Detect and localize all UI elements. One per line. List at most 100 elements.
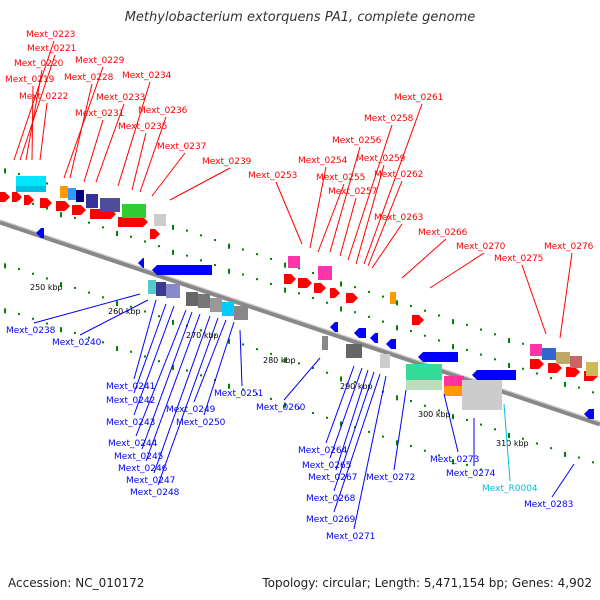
gene-label-reverse: Mext_0242: [106, 396, 155, 406]
feature-block: [380, 354, 390, 368]
tick-mark: [242, 273, 244, 276]
leader-line: [69, 83, 93, 179]
tick-mark: [88, 221, 90, 224]
feature-block: [210, 298, 222, 312]
tick-mark: [312, 367, 314, 370]
tick-label: 290 kbp: [340, 382, 373, 391]
gene-label-forward: Mext_0237: [157, 142, 206, 152]
tick-mark: [410, 330, 412, 333]
tick-mark: [396, 300, 398, 306]
tick-mark: [60, 282, 62, 288]
leader-line: [393, 389, 407, 471]
tick-mark: [396, 440, 398, 446]
gene-label-reverse: Mext_0246: [118, 464, 168, 474]
tick-mark: [214, 239, 216, 242]
tick-mark: [242, 343, 244, 346]
feature-block: [122, 204, 146, 218]
leader-line: [193, 319, 227, 403]
feature-block: [60, 186, 68, 198]
tick-mark: [452, 459, 454, 465]
genome-backbone: [0, 219, 600, 427]
tick-mark: [130, 305, 132, 308]
tick-mark: [172, 319, 174, 325]
tick-mark: [186, 254, 188, 257]
tick-mark: [312, 412, 314, 415]
tick-mark: [466, 463, 468, 466]
tick-mark: [340, 421, 342, 427]
tick-mark: [144, 310, 146, 313]
tick-mark: [116, 301, 118, 307]
tick-mark: [186, 229, 188, 232]
gene-label-forward: Mext_0220: [14, 59, 64, 69]
leader-line: [401, 238, 447, 279]
tick-mark: [564, 381, 566, 387]
reverse-gene-arrow: [418, 352, 458, 362]
gene-label-forward: Mext_0233: [96, 93, 145, 103]
gene-label-forward: Mext_0261: [394, 93, 443, 103]
tick-mark: [18, 173, 20, 176]
gene-label-reverse: Mext_0268: [306, 494, 356, 504]
leader-line: [371, 223, 403, 269]
tick-mark: [130, 235, 132, 238]
tick-mark: [284, 357, 286, 363]
forward-gene-arrow: [530, 359, 544, 369]
tick-mark: [284, 262, 286, 268]
leader-line: [117, 81, 151, 187]
leader-line: [131, 132, 147, 191]
leader-line: [145, 313, 201, 462]
reverse-gene-arrow: [354, 328, 366, 338]
gene-labels: Mext_0223Mext_0221Mext_0220Mext_0219Mext…: [5, 30, 594, 542]
reverse-gene-arrow: [386, 339, 396, 349]
tick-mark: [172, 249, 174, 255]
tick-mark: [480, 353, 482, 356]
tick-mark: [214, 264, 216, 267]
feature-block: [390, 292, 396, 304]
forward-gene-arrow: [72, 205, 86, 215]
forward-gene-arrow: [118, 217, 148, 227]
tick-mark: [340, 376, 342, 382]
tick-mark: [284, 402, 286, 408]
leader-line: [13, 40, 55, 161]
feature-block: [586, 362, 598, 376]
leader-line: [347, 124, 393, 261]
tick-mark: [368, 290, 370, 293]
tick-mark: [32, 272, 34, 275]
gene-label-reverse: Mext_0250: [176, 418, 226, 428]
feature-block: [530, 344, 542, 356]
tick-mark: [550, 447, 552, 450]
gene-label-forward: Mext_0231: [75, 109, 124, 119]
leader-line: [157, 317, 219, 486]
tick-mark: [158, 245, 160, 248]
tick-mark: [32, 317, 34, 320]
tick-mark: [438, 409, 440, 412]
feature-block: [556, 352, 570, 364]
gene-label-forward: Mext_0235: [118, 122, 167, 132]
leader-line: [333, 373, 381, 513]
tick-mark: [284, 287, 286, 293]
gene-label-reverse: Mext_0249: [166, 405, 216, 415]
leader-line: [33, 293, 141, 324]
map-title: Methylobacterium extorquens PA1, complet…: [124, 10, 476, 25]
tick-mark: [200, 234, 202, 237]
gene-label-forward: Mext_0228: [64, 73, 114, 83]
tick-mark: [88, 291, 90, 294]
gene-label-rna: Mext_R0004: [482, 484, 538, 494]
leader-line: [25, 69, 43, 161]
gene-label-reverse: Mext_0248: [130, 488, 180, 498]
gene-label-forward: Mext_0253: [248, 171, 297, 181]
tick-mark: [466, 418, 468, 421]
feature-block: [542, 348, 556, 360]
tick-mark: [438, 339, 440, 342]
tick-mark: [578, 456, 580, 459]
tick-mark: [214, 334, 216, 337]
gene-label-reverse: Mext_0267: [308, 473, 357, 483]
tick-mark: [256, 348, 258, 351]
tick-mark: [186, 369, 188, 372]
gene-label-reverse: Mext_0273: [430, 455, 479, 465]
gene-label-forward: Mext_0275: [494, 254, 543, 264]
tick-mark: [312, 272, 314, 275]
leader-line: [521, 264, 547, 335]
gene-label-reverse: Mext_0251: [214, 389, 263, 399]
tick-mark: [144, 240, 146, 243]
